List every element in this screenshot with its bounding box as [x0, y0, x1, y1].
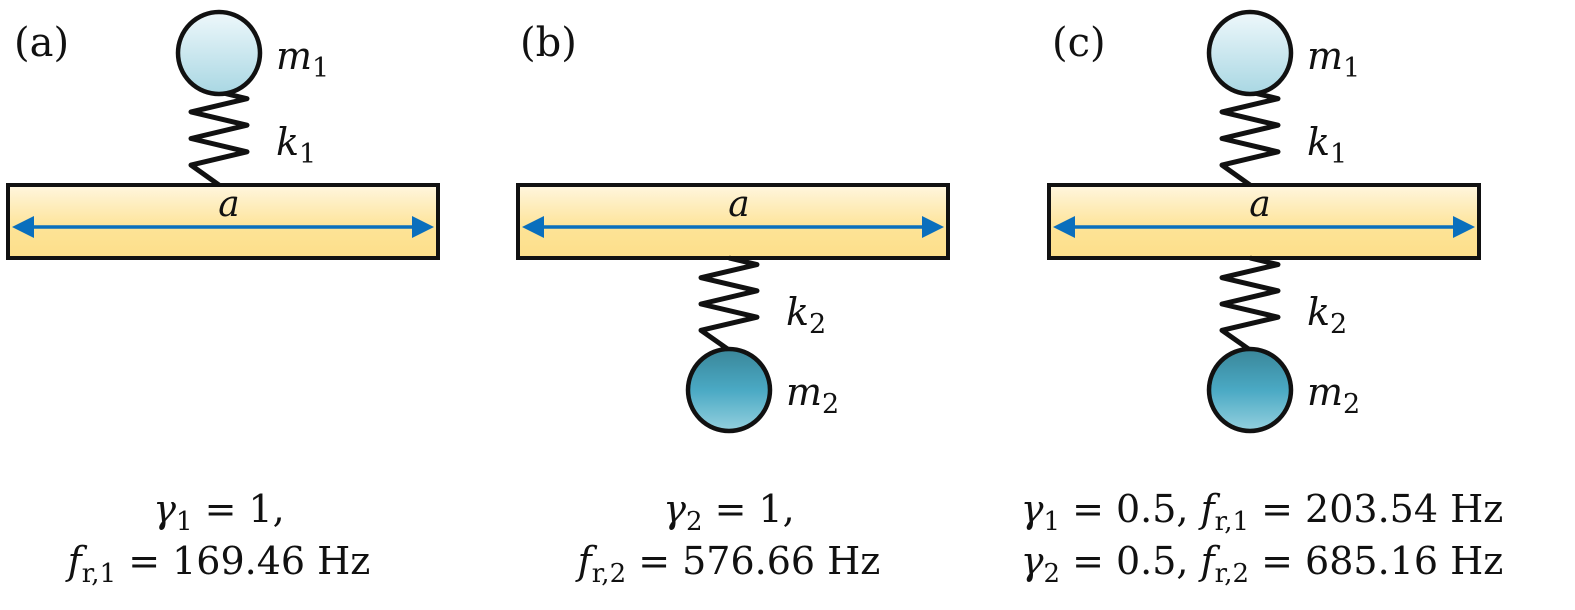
arrow-left-icon	[12, 216, 34, 238]
spring-bottom-subscript: 2	[1330, 309, 1347, 340]
spring-top-label: k1	[276, 120, 316, 170]
mass-top-label-subscript: 1	[312, 53, 329, 84]
mass-top-label: m1	[276, 34, 329, 84]
caption-text: γ	[663, 487, 686, 531]
caption-line: γ2 = 1,	[663, 487, 795, 537]
beam-length-label: a	[728, 184, 749, 225]
arrow-left-icon	[522, 216, 544, 238]
beam-length-label: a	[1249, 184, 1270, 225]
mass-bottom-label-subscript: 2	[1343, 389, 1360, 420]
mass-bottom	[685, 346, 773, 434]
caption-text: γ	[153, 487, 176, 531]
mass-top-label-symbol: m	[1307, 34, 1343, 78]
caption-text: = 1,	[193, 487, 285, 531]
spring-bottom-icon	[698, 255, 760, 353]
spring-top-icon	[1219, 89, 1281, 188]
spring-bottom-label: k2	[786, 290, 826, 340]
caption-text: = 1,	[703, 487, 795, 531]
arrow-left-icon	[1053, 216, 1075, 238]
spring-top-subscript: 1	[299, 139, 316, 170]
spring-bottom-symbol: k	[786, 290, 809, 334]
panel-label: (b)	[520, 20, 577, 66]
caption-text: = 0.5,	[1060, 539, 1201, 583]
mass-top-label: m1	[1307, 34, 1360, 84]
caption-subscript: 1	[176, 507, 193, 537]
mass-top-label-symbol: m	[276, 34, 312, 78]
arrow-right-icon	[412, 216, 434, 238]
mass-top	[175, 9, 263, 97]
caption-subscript: 2	[1043, 559, 1060, 589]
spring-top-label: k1	[1307, 120, 1347, 170]
caption-subscript: r,2	[592, 559, 626, 589]
mass-bottom-label-symbol: m	[1307, 370, 1343, 414]
panel-label: (a)	[14, 20, 69, 66]
beam	[6, 183, 440, 260]
spring-bottom-icon	[1219, 255, 1281, 353]
caption-text: γ	[1021, 539, 1044, 583]
spring-top-symbol: k	[1307, 120, 1330, 164]
panel-label: (c)	[1052, 20, 1106, 66]
mass-bottom-label-subscript: 2	[822, 389, 839, 420]
spring-bottom-symbol: k	[1307, 290, 1330, 334]
caption-subscript: 2	[686, 507, 703, 537]
mass-bottom-label: m2	[1307, 370, 1360, 420]
caption-text: = 203.54 Hz	[1249, 487, 1503, 531]
caption-text: = 0.5,	[1060, 487, 1201, 531]
caption-text: = 169.46 Hz	[116, 539, 370, 583]
spring-bottom-label: k2	[1307, 290, 1347, 340]
caption-subscript: 1	[1043, 507, 1060, 537]
spring-top-symbol: k	[276, 120, 299, 164]
caption-text: = 576.66 Hz	[626, 539, 880, 583]
mass-bottom-label-symbol: m	[786, 370, 822, 414]
beam	[1047, 183, 1481, 260]
beam-length-label: a	[218, 184, 239, 225]
caption-line: γ2 = 0.5, fr,2 = 685.16 Hz	[1021, 539, 1504, 589]
caption-subscript: r,2	[1215, 559, 1249, 589]
caption-text: γ	[1021, 487, 1044, 531]
mass-bottom-label: m2	[786, 370, 839, 420]
arrow-right-icon	[922, 216, 944, 238]
spring-top-icon	[188, 89, 250, 188]
caption-line: fr,1 = 169.46 Hz	[65, 539, 371, 589]
spring-top-subscript: 1	[1330, 139, 1347, 170]
spring-bottom-subscript: 2	[809, 309, 826, 340]
caption-subscript: r,1	[1215, 507, 1249, 537]
mass-top	[1206, 9, 1294, 97]
mass-bottom	[1206, 346, 1294, 434]
arrow-right-icon	[1453, 216, 1475, 238]
beam	[516, 183, 950, 260]
mass-top-label-subscript: 1	[1343, 53, 1360, 84]
caption-text: = 685.16 Hz	[1249, 539, 1503, 583]
caption-line: fr,2 = 576.66 Hz	[575, 539, 881, 589]
caption-line: γ1 = 0.5, fr,1 = 203.54 Hz	[1021, 487, 1504, 537]
caption-subscript: r,1	[82, 559, 116, 589]
caption-line: γ1 = 1,	[153, 487, 285, 537]
